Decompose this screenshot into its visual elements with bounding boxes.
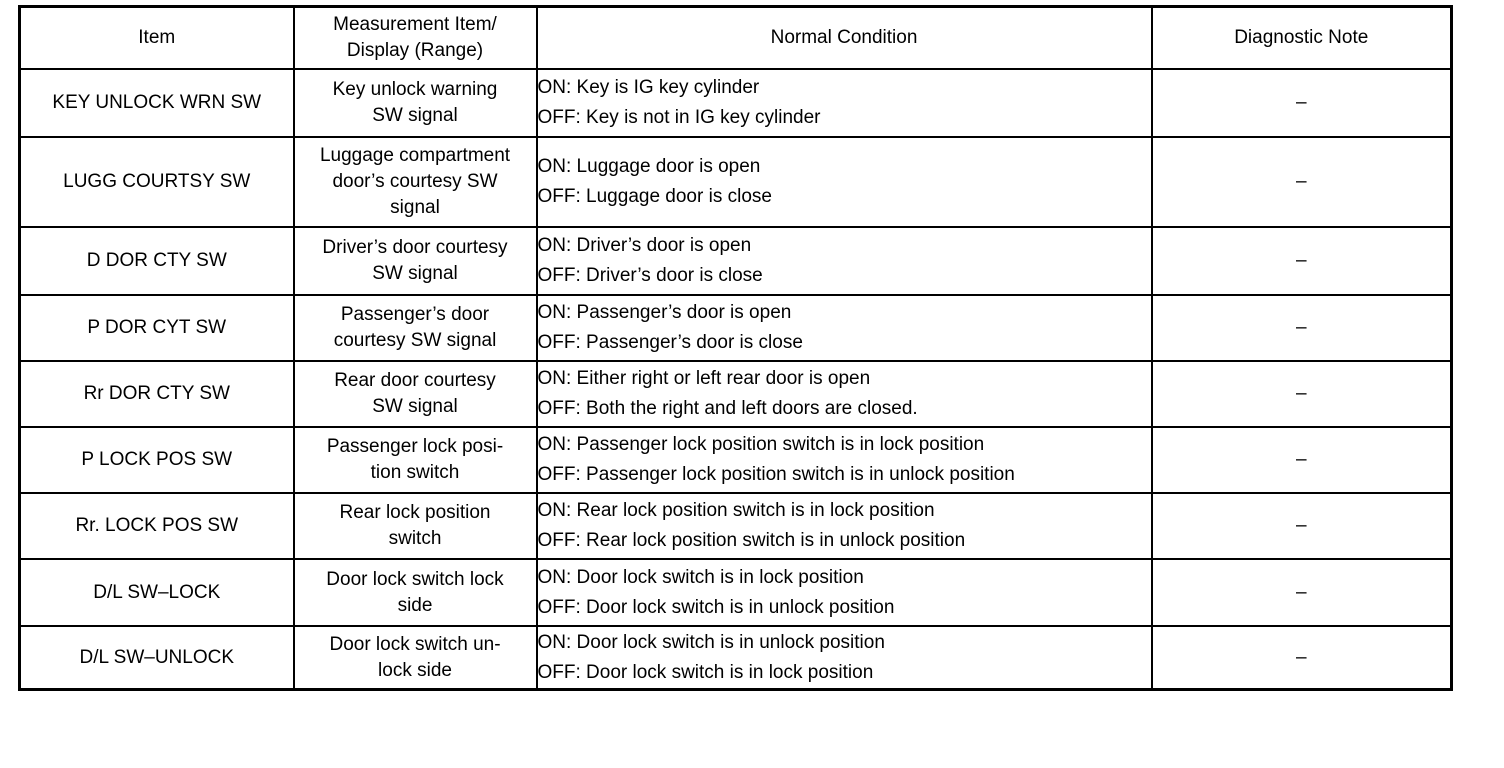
cell-item: D DOR CTY SW	[18, 226, 295, 296]
column-header-measurement-line-1: Measurement Item/	[333, 14, 497, 35]
condition-line-off: OFF: Door lock switch is in lock positio…	[537, 661, 874, 683]
measurement-line: switch	[388, 528, 442, 549]
table-row: LUGG COURTSY SW Luggage compartment door…	[18, 136, 1453, 228]
condition-line-on: ON: Rear lock position switch is in lock…	[537, 500, 935, 521]
cell-measurement: Key unlock warning SW signal	[292, 68, 538, 138]
measurement-line: Driver’s door courtesy	[322, 237, 508, 258]
condition-line-on: ON: Key is IG key cylinder	[537, 77, 760, 98]
measurement-line: Rear lock position	[339, 502, 491, 523]
cell-measurement: Rear door courtesy SW signal	[292, 360, 538, 428]
measurement-line: Key unlock warning	[332, 79, 498, 100]
cell-measurement: Door lock switch lock side	[292, 558, 538, 627]
table-row: P DOR CYT SW Passenger’s door courtesy S…	[18, 294, 1453, 362]
cell-diagnostic-note: –	[1150, 226, 1453, 296]
cell-normal-condition: ON: Driver’s door is open OFF: Driver’s …	[535, 226, 1153, 296]
measurement-line: Door lock switch lock	[326, 568, 504, 590]
measurement-line: SW signal	[372, 263, 458, 284]
column-header-diagnostic-note: Diagnostic Note	[1150, 5, 1453, 70]
table-row: Rr. LOCK POS SW Rear lock position switc…	[18, 492, 1453, 560]
cell-measurement: Luggage compartment door’s courtesy SW s…	[292, 136, 538, 228]
measurement-line: side	[397, 594, 433, 616]
measurement-line: SW signal	[372, 396, 458, 417]
measurement-line: SW signal	[372, 105, 458, 126]
cell-normal-condition: ON: Key is IG key cylinder OFF: Key is n…	[535, 68, 1153, 138]
cell-item: P DOR CYT SW	[18, 294, 295, 362]
cell-measurement: Door lock switch un- lock side	[292, 625, 538, 691]
measurement-line: Luggage compartment	[319, 145, 511, 166]
column-header-measurement-line-2: Display (Range)	[346, 40, 484, 61]
cell-diagnostic-note: –	[1150, 360, 1453, 428]
condition-line-on: ON: Either right or left rear door is op…	[537, 368, 871, 389]
condition-line-off: OFF: Rear lock position switch is in unl…	[537, 530, 966, 551]
cell-measurement: Passenger’s door courtesy SW signal	[292, 294, 538, 362]
column-header-diagnostic-note-line-1: Diagnostic Note	[1234, 27, 1369, 48]
measurement-line: Passenger’s door	[340, 304, 490, 325]
cell-normal-condition: ON: Passenger’s door is open OFF: Passen…	[535, 294, 1153, 362]
condition-line-off: OFF: Passenger’s door is close	[537, 332, 803, 353]
measurement-line: lock side	[378, 659, 452, 681]
measurement-line: Passenger lock posi-	[326, 436, 504, 457]
cell-normal-condition: ON: Door lock switch is in unlock positi…	[535, 625, 1153, 691]
diagnostic-spec-table: Item Measurement Item/ Display (Range) N…	[18, 5, 1453, 691]
cell-item: LUGG COURTSY SW	[18, 136, 295, 228]
table-row: Rr DOR CTY SW Rear door courtesy SW sign…	[18, 360, 1453, 428]
cell-diagnostic-note: –	[1150, 492, 1453, 560]
condition-line-off: OFF: Key is not in IG key cylinder	[537, 107, 821, 128]
condition-line-off: OFF: Driver’s door is close	[537, 265, 763, 286]
condition-line-on: ON: Passenger’s door is open	[537, 302, 792, 323]
cell-measurement: Rear lock position switch	[292, 492, 538, 560]
column-header-item-line-1: Item	[138, 27, 176, 48]
table-row: D/L SW–LOCK Door lock switch lock side O…	[18, 558, 1453, 627]
measurement-line: Rear door courtesy	[334, 370, 496, 391]
condition-line-on: ON: Driver’s door is open	[537, 235, 752, 256]
cell-diagnostic-note: –	[1150, 294, 1453, 362]
condition-line-on: ON: Door lock switch is in lock position	[537, 566, 864, 588]
cell-item: KEY UNLOCK WRN SW	[18, 68, 295, 138]
column-header-normal-condition-line-1: Normal Condition	[770, 27, 918, 48]
condition-line-off: OFF: Luggage door is close	[537, 186, 772, 207]
cell-normal-condition: ON: Door lock switch is in lock position…	[535, 558, 1153, 627]
cell-normal-condition: ON: Luggage door is open OFF: Luggage do…	[535, 136, 1153, 228]
measurement-line: signal	[390, 197, 440, 218]
column-header-item: Item	[18, 5, 295, 70]
cell-item: Rr DOR CTY SW	[18, 360, 295, 428]
cell-measurement: Passenger lock posi- tion switch	[292, 426, 538, 494]
measurement-line: tion switch	[370, 462, 460, 483]
measurement-line: Door lock switch un-	[329, 633, 501, 655]
table-row: D/L SW–UNLOCK Door lock switch un- lock …	[18, 625, 1453, 691]
condition-line-on: ON: Passenger lock position switch is in…	[537, 434, 985, 455]
cell-diagnostic-note: –	[1150, 426, 1453, 494]
cell-diagnostic-note: –	[1150, 625, 1453, 691]
cell-normal-condition: ON: Either right or left rear door is op…	[535, 360, 1153, 428]
cell-item: P LOCK POS SW	[18, 426, 295, 494]
cell-measurement: Driver’s door courtesy SW signal	[292, 226, 538, 296]
cell-item: Rr. LOCK POS SW	[18, 492, 295, 560]
cell-normal-condition: ON: Passenger lock position switch is in…	[535, 426, 1153, 494]
cell-item: D/L SW–LOCK	[18, 558, 295, 627]
table-row: D DOR CTY SW Driver’s door courtesy SW s…	[18, 226, 1453, 296]
condition-line-on: ON: Luggage door is open	[537, 156, 761, 177]
cell-diagnostic-note: –	[1150, 136, 1453, 228]
cell-diagnostic-note: –	[1150, 68, 1453, 138]
table-header-row: Item Measurement Item/ Display (Range) N…	[18, 5, 1453, 70]
column-header-measurement: Measurement Item/ Display (Range)	[292, 5, 538, 70]
measurement-line: courtesy SW signal	[333, 330, 497, 351]
cell-normal-condition: ON: Rear lock position switch is in lock…	[535, 492, 1153, 560]
condition-line-off: OFF: Both the right and left doors are c…	[537, 398, 918, 419]
table-row: KEY UNLOCK WRN SW Key unlock warning SW …	[18, 68, 1453, 138]
measurement-line: door’s courtesy SW	[332, 171, 498, 192]
table-row: P LOCK POS SW Passenger lock posi- tion …	[18, 426, 1453, 494]
condition-line-off: OFF: Door lock switch is in unlock posit…	[537, 596, 895, 618]
condition-line-off: OFF: Passenger lock position switch is i…	[537, 464, 1015, 485]
cell-diagnostic-note: –	[1150, 558, 1453, 627]
column-header-normal-condition: Normal Condition	[535, 5, 1153, 70]
condition-line-on: ON: Door lock switch is in unlock positi…	[537, 631, 885, 653]
cell-item: D/L SW–UNLOCK	[18, 625, 295, 691]
